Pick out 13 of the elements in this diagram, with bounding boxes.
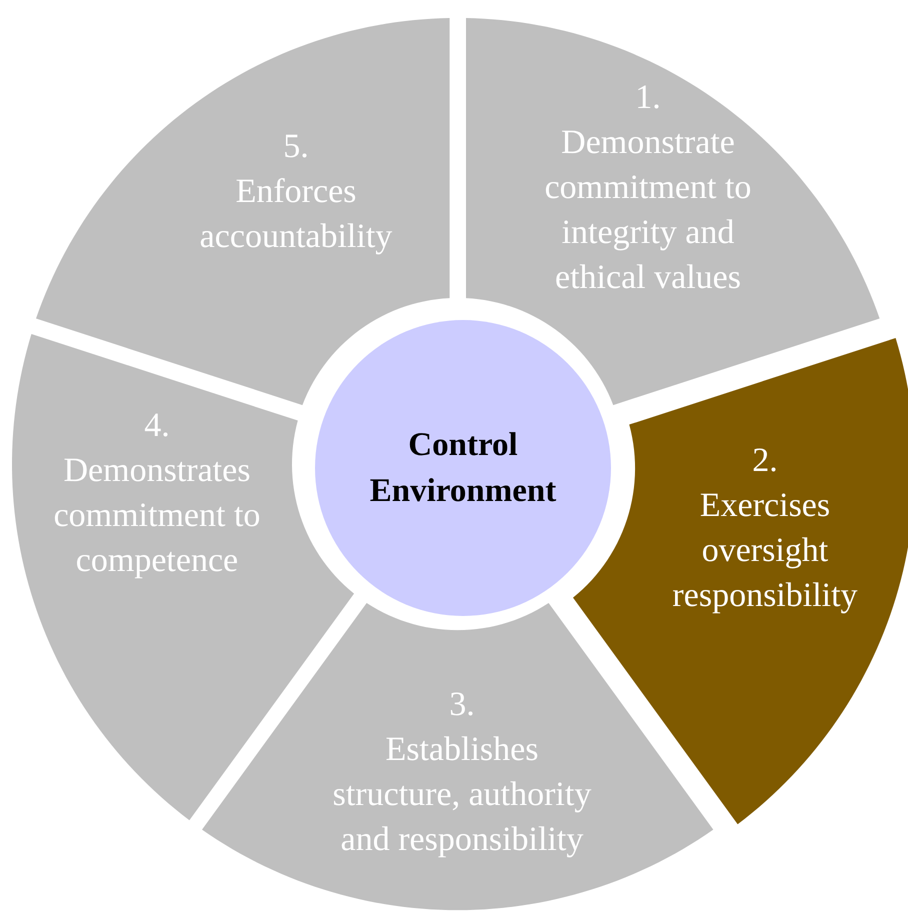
segment-number: 1. [634,78,662,118]
wheel-segment [466,18,880,406]
segment-label: Enforces accountability [198,172,394,258]
segment-label: Demonstrate commitment to integrity and ethical values [544,123,752,298]
wheel-segment [36,18,450,406]
segment-number: 4. [143,406,171,446]
segment-label: Exercises oversight responsibility [671,486,859,616]
segment-label: Establishes structure, authority and responsibility [332,730,592,860]
segment-number: 5. [282,127,310,168]
center-label: Control Environment [368,426,558,511]
segment-label: Demonstrates commitment to competence [52,450,262,581]
segment-number: 3. [448,684,476,725]
segment-number: 2. [751,440,779,481]
